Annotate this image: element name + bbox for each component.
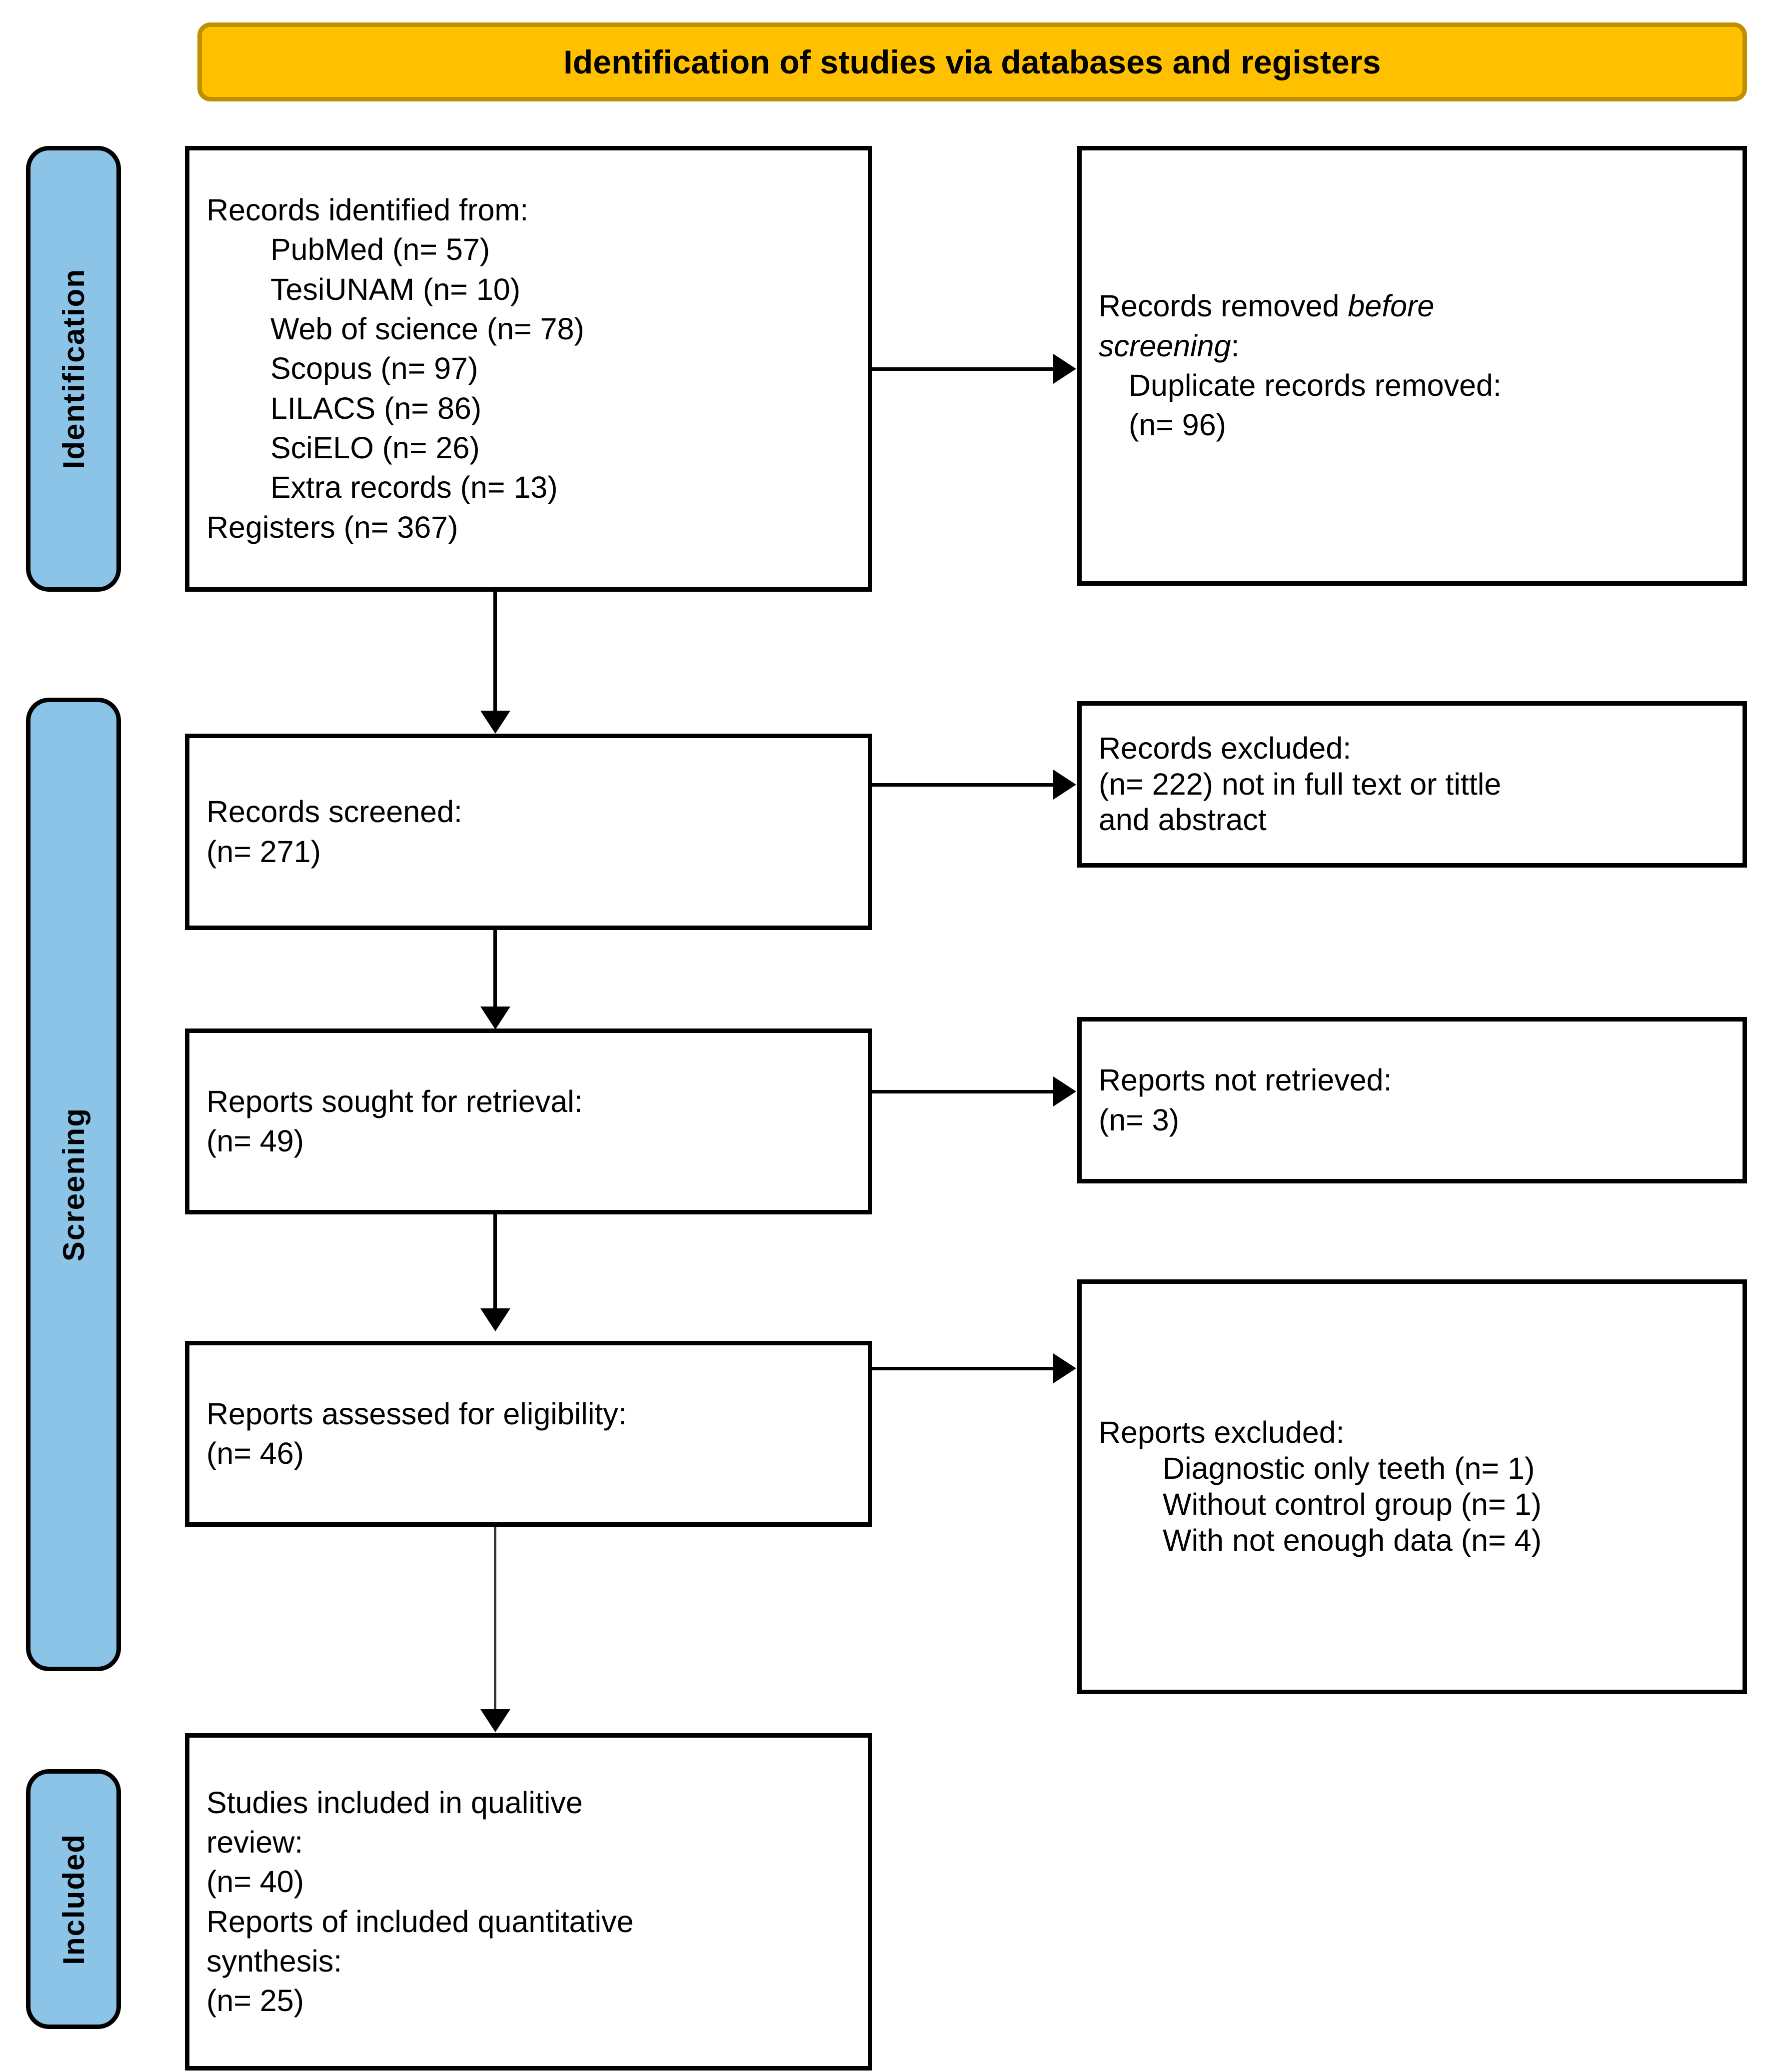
records-removed-heading-line1: Records removed before [1099, 286, 1726, 326]
reports-not-retrieved-heading: Reports not retrieved: [1099, 1063, 1392, 1097]
reports-not-retrieved-count: (n= 3) [1099, 1102, 1180, 1137]
records-screened-heading: Records screened: [206, 795, 462, 829]
connector-identified-to-screened [493, 592, 497, 712]
arrowhead-assessed-to-included [480, 1709, 510, 1732]
source-extra-records: Extra records (n= 13) [270, 470, 558, 505]
connector-screened-to-sought [493, 930, 497, 1008]
diagram-title: Identification of studies via databases … [563, 43, 1381, 80]
records-removed-heading-line2: screening: [1099, 326, 1726, 366]
duplicate-records-removed-label: Duplicate records removed: [1129, 368, 1502, 402]
records-removed-heading-colon: : [1231, 328, 1240, 363]
reports-excluded-reason-3: With not enough data (n= 4) [1163, 1523, 1542, 1557]
reports-excluded-reason-2: Without control group (n= 1) [1163, 1487, 1542, 1521]
arrowhead-screened-to-sought [480, 1007, 510, 1030]
arrowhead-identified-to-removed [1053, 354, 1076, 384]
studies-included-quant-heading-2: synthesis: [206, 1944, 342, 1978]
stage-label-identification: Identification [26, 146, 121, 592]
arrowhead-identified-to-screened [480, 711, 510, 734]
stage-label-identification-text: Identification [56, 268, 90, 469]
records-excluded-heading: Records excluded: [1099, 731, 1352, 765]
source-web-of-science: Web of science (n= 78) [270, 312, 584, 346]
arrowhead-screened-to-records-excluded [1053, 770, 1076, 800]
stage-label-screening: Screening [26, 698, 121, 1671]
studies-included-qual-heading-1: Studies included in qualitive [206, 1785, 583, 1820]
records-removed-heading-plain: Records removed [1099, 289, 1348, 323]
connector-screened-to-records-excluded [872, 783, 1053, 787]
source-scopus: Scopus (n= 97) [270, 351, 478, 386]
arrowhead-assessed-to-reports-excluded [1053, 1353, 1076, 1383]
source-pubmed: PubMed (n= 57) [270, 232, 490, 267]
records-identified-heading: Records identified from: [206, 193, 529, 227]
stage-label-included-text: Included [56, 1833, 90, 1965]
records-removed-heading-italic-screening: screening [1099, 328, 1231, 363]
source-registers: Registers (n= 367) [206, 510, 458, 544]
studies-included-quant-count: (n= 25) [206, 1984, 304, 2018]
connector-sought-to-not-retrieved [872, 1090, 1053, 1093]
box-records-screened: Records screened: (n= 271) [185, 734, 872, 930]
studies-included-quant-heading-1: Reports of included quantitative [206, 1904, 634, 1939]
box-reports-assessed: Reports assessed for eligibility: (n= 46… [185, 1341, 872, 1527]
reports-assessed-count: (n= 46) [206, 1436, 304, 1470]
diagram-title-banner: Identification of studies via databases … [197, 22, 1747, 101]
box-reports-not-retrieved: Reports not retrieved: (n= 3) [1077, 1017, 1747, 1183]
connector-sought-to-assessed [493, 1214, 497, 1309]
reports-sought-heading: Reports sought for retrieval: [206, 1084, 583, 1118]
box-reports-sought: Reports sought for retrieval: (n= 49) [185, 1029, 872, 1214]
connector-identified-to-removed [872, 367, 1053, 371]
box-records-identified: Records identified from: PubMed (n= 57) … [185, 146, 872, 592]
records-excluded-detail-1: (n= 222) not in full text or tittle [1099, 767, 1502, 801]
arrowhead-sought-to-assessed [480, 1308, 510, 1331]
reports-sought-count: (n= 49) [206, 1124, 304, 1158]
box-reports-excluded: Reports excluded: Diagnostic only teeth … [1077, 1279, 1747, 1694]
box-records-excluded: Records excluded: (n= 222) not in full t… [1077, 701, 1747, 868]
duplicate-records-removed-count: (n= 96) [1129, 408, 1226, 442]
stage-label-included: Included [26, 1769, 121, 2029]
records-removed-heading-italic-before: before [1348, 289, 1435, 323]
studies-included-qual-count: (n= 40) [206, 1865, 304, 1899]
box-records-removed: Records removed before screening: Duplic… [1077, 146, 1747, 586]
records-screened-count: (n= 271) [206, 834, 321, 869]
connector-assessed-to-included [494, 1527, 496, 1712]
arrowhead-sought-to-not-retrieved [1053, 1076, 1076, 1106]
reports-excluded-reason-1: Diagnostic only teeth (n= 1) [1163, 1451, 1535, 1486]
connector-assessed-to-reports-excluded [872, 1367, 1053, 1370]
source-scielo: SciELO (n= 26) [270, 430, 480, 465]
records-excluded-detail-2: and abstract [1099, 803, 1267, 837]
studies-included-qual-heading-2: review: [206, 1825, 303, 1859]
stage-label-screening-text: Screening [56, 1107, 90, 1262]
box-studies-included: Studies included in qualitive review: (n… [185, 1733, 872, 2071]
reports-excluded-heading: Reports excluded: [1099, 1415, 1345, 1450]
reports-assessed-heading: Reports assessed for eligibility: [206, 1396, 627, 1431]
source-tesiunam: TesiUNAM (n= 10) [270, 272, 521, 306]
source-lilacs: LILACS (n= 86) [270, 391, 482, 425]
